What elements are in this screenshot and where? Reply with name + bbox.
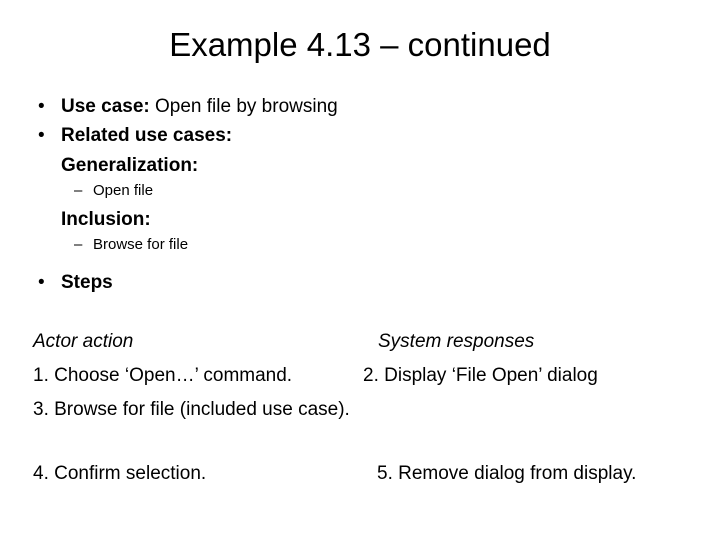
list-item-browse-for-file: – Browse for file	[0, 234, 720, 256]
column-header-system-responses: System responses	[378, 331, 535, 352]
bullet-related-use-cases-label: Related use cases:	[61, 125, 233, 146]
list-item-open-file: – Open file	[0, 180, 720, 202]
dash-marker-icon: –	[74, 236, 83, 253]
list-item-label: Open file	[93, 182, 154, 199]
column-header-actor-action: Actor action	[33, 331, 134, 352]
bullet-related-use-cases: • Related use cases:	[0, 123, 720, 148]
dash-marker-icon: –	[74, 182, 83, 199]
steps-table: Actor action System responses 1. Choose …	[0, 327, 720, 493]
steps-header-row: Actor action System responses	[0, 327, 720, 361]
step-system-2: 2. Display ‘File Open’ dialog	[363, 365, 598, 386]
step-actor-4: 4. Confirm selection.	[33, 463, 207, 484]
bullet-use-case-label: Use case:	[61, 96, 150, 117]
subheading-generalization: Generalization:	[61, 155, 199, 176]
step-actor-3: 3. Browse for file (included use case).	[33, 399, 350, 420]
table-row: 4. Confirm selection. 5. Remove dialog f…	[0, 459, 720, 493]
page-title: Example 4.13 – continued	[169, 26, 551, 63]
subheading-inclusion: Inclusion:	[61, 209, 151, 230]
step-actor-1: 1. Choose ‘Open…’ command.	[33, 365, 293, 386]
bullet-dot-icon: •	[38, 96, 45, 117]
slide-body: • Use case: Open file by browsing • Rela…	[0, 94, 720, 299]
bullet-use-case: • Use case: Open file by browsing	[0, 94, 720, 119]
step-system-5: 5. Remove dialog from display.	[377, 463, 637, 484]
bullet-use-case-value: Open file by browsing	[149, 96, 338, 117]
bullet-steps-label: Steps	[61, 272, 113, 293]
bullet-dot-icon: •	[38, 272, 45, 293]
bullet-steps: • Steps	[0, 270, 720, 295]
list-item-label: Browse for file	[93, 236, 189, 253]
table-row: 3. Browse for file (included use case).	[0, 395, 720, 459]
bullet-dot-icon: •	[38, 125, 45, 146]
table-row: 1. Choose ‘Open…’ command. 2. Display ‘F…	[0, 361, 720, 395]
